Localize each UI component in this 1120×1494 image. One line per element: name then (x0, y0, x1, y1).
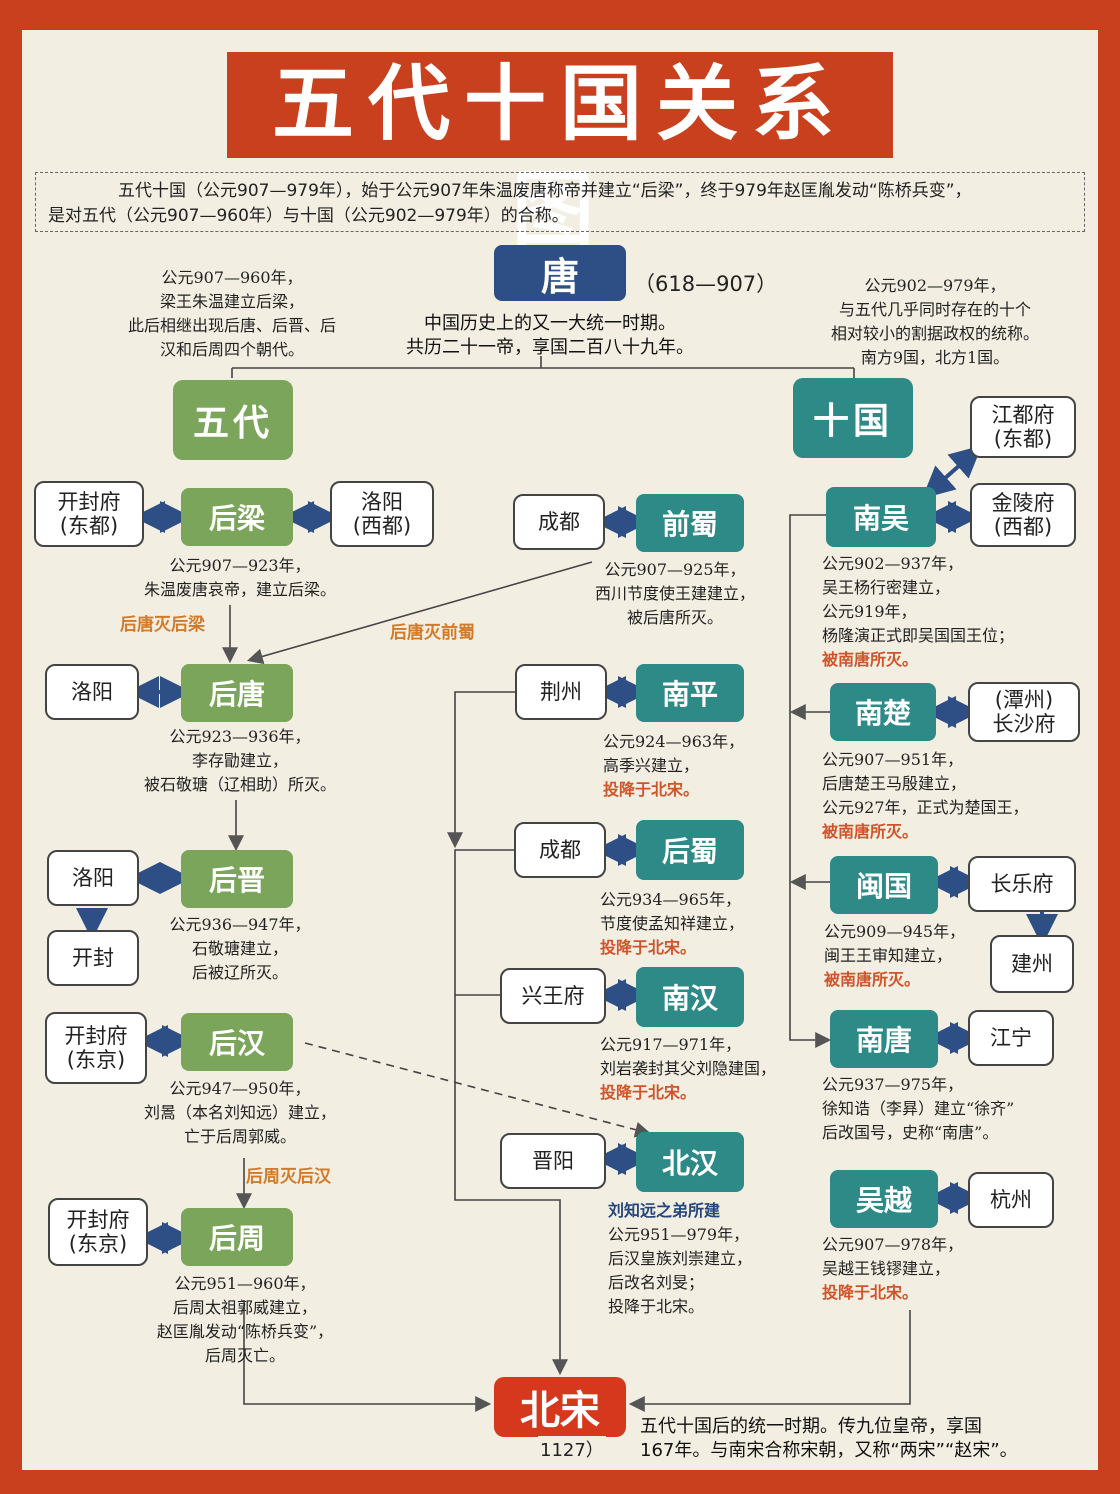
tag-houtang-destroys-houliang: 后唐灭后梁 (120, 615, 205, 635)
tag-houzhou-destroys-houhan: 后周灭后汉 (246, 1167, 331, 1187)
nanwu-note: 公元902—937年，吴王杨行密建立，公元919年，杨隆演正式即吴国国王位；被南… (822, 554, 1015, 669)
houshu-capital: 成都 (514, 822, 606, 878)
houliang-box: 后梁 (181, 488, 293, 546)
qianshu-box: 前蜀 (636, 494, 744, 552)
houhan-capital: 开封府(东京) (45, 1012, 147, 1084)
houtang-box: 后唐 (181, 664, 293, 722)
houzhou-capital: 开封府(东京) (48, 1198, 148, 1266)
nanhan-capital: 兴王府 (500, 968, 606, 1024)
page-title: 五代十国关系图 (227, 52, 893, 258)
houliang-capital-west: 洛阳(西都) (330, 481, 434, 547)
intro-line-2: 是对五代（公元907—960年）与十国（公元902—979年）的合称。 (48, 206, 569, 226)
qianshu-capital: 成都 (513, 494, 605, 550)
beihan-box: 北汉 (636, 1132, 744, 1192)
wuyue-box: 吴越 (830, 1170, 938, 1228)
wuyue-note: 公元907—978年，吴越王钱镠建立，投降于北宋。 (822, 1235, 964, 1302)
minguo-note: 公元909—945年，闽王王审知建立，被南唐所灭。 (824, 922, 966, 989)
minguo-capital-2: 建州 (990, 935, 1074, 993)
nanwu-box: 南吴 (826, 487, 936, 547)
beihan-note: 刘知远之弟所建公元951—979年，后汉皇族刘崇建立，后改名刘旻；投降于北宋。 (608, 1201, 753, 1316)
nanwu-capital-west: 金陵府(西都) (970, 483, 1076, 547)
houzhou-box: 后周 (181, 1208, 293, 1266)
nanping-note: 公元924—963年，高季兴建立，投降于北宋。 (603, 732, 745, 799)
nanhan-note: 公元917—971年，刘岩袭封其父刘隐建国，投降于北宋。 (600, 1035, 777, 1102)
beisong-years: 1127） (538, 1436, 606, 1462)
tang-description: 中国历史上的又一大统一时期。 共历二十一帝，享国二百八十九年。 (370, 312, 730, 360)
beihan-capital: 晋阳 (500, 1133, 606, 1189)
houjin-capital: 洛阳 (47, 850, 139, 906)
nantang-box: 南唐 (830, 1010, 938, 1068)
intro-box: 五代十国（公元907—979年），始于公元907年朱温废唐称帝并建立“后梁”，终… (35, 172, 1085, 232)
houshu-note: 公元934—965年，节度使孟知祥建立，投降于北宋。 (600, 890, 745, 957)
nantang-capital: 江宁 (968, 1010, 1054, 1066)
nanhan-box: 南汉 (636, 967, 744, 1027)
houtang-capital: 洛阳 (45, 664, 139, 720)
nanchu-capital: (潭州)长沙府 (968, 682, 1080, 742)
shiguo-box: 十国 (793, 378, 913, 458)
houtang-note: 公元923—936年，李存勖建立，被石敬瑭（辽相助）所灭。 (143, 727, 336, 794)
tang-desc-line: 中国历史上的又一大统一时期。 (424, 313, 676, 334)
shiguo-note: 公元902—979年，与五代几乎同时存在的十个相对较小的割据政权的统称。南方9国… (830, 276, 1039, 367)
nanping-box: 南平 (636, 664, 744, 722)
tang-desc-line: 共历二十一帝，享国二百八十九年。 (406, 337, 694, 358)
houjin-capital-2: 开封 (47, 930, 139, 986)
wuyue-capital: 杭州 (968, 1172, 1054, 1228)
nanchu-note: 公元907—951年，后唐楚王马殷建立，公元927年，正式为楚国王，被南唐所灭。 (822, 750, 1029, 841)
houjin-box: 后晋 (181, 850, 293, 908)
nantang-note: 公元937—975年，徐知诰（李昪）建立“徐齐”后改国号，史称“南唐”。 (822, 1075, 1015, 1142)
beisong-box: 北宋 (494, 1377, 626, 1437)
houshu-box: 后蜀 (636, 820, 744, 880)
houhan-box: 后汉 (181, 1013, 293, 1071)
nanchu-box: 南楚 (830, 683, 936, 741)
nanping-capital: 荆州 (515, 664, 607, 720)
nanwu-capital-east: 江都府(东都) (970, 396, 1076, 458)
tang-years: （618—907） (634, 272, 778, 296)
intro-line-1: 五代十国（公元907—979年），始于公元907年朱温废唐称帝并建立“后梁”，终… (118, 181, 972, 201)
wudai-box: 五代 (173, 380, 293, 460)
minguo-capital: 长乐府 (968, 856, 1076, 912)
houliang-note: 公元907—923年，朱温废唐哀帝，建立后梁。 (143, 556, 336, 599)
houliang-capital-east: 开封府(东都) (34, 481, 144, 547)
houzhou-note: 公元951—960年，后周太祖郭威建立，赵匡胤发动“陈桥兵变”，后周灭亡。 (156, 1274, 334, 1365)
houjin-note: 公元936—947年，石敬瑭建立，后被辽所灭。 (169, 915, 311, 982)
minguo-box: 闽国 (830, 856, 938, 914)
houhan-note: 公元947—950年，刘暠（本名刘知远）建立，亡于后周郭威。 (143, 1079, 336, 1146)
qianshu-note: 公元907—925年，西川节度使王建建立，被后唐所灭。 (594, 560, 755, 627)
tang-box: 唐 (494, 245, 626, 301)
wudai-note: 公元907—960年，梁王朱温建立后梁，此后相继出现后唐、后晋、后汉和后周四个朝… (127, 268, 336, 359)
tag-houtang-destroys-qianshu: 后唐灭前蜀 (390, 623, 475, 643)
